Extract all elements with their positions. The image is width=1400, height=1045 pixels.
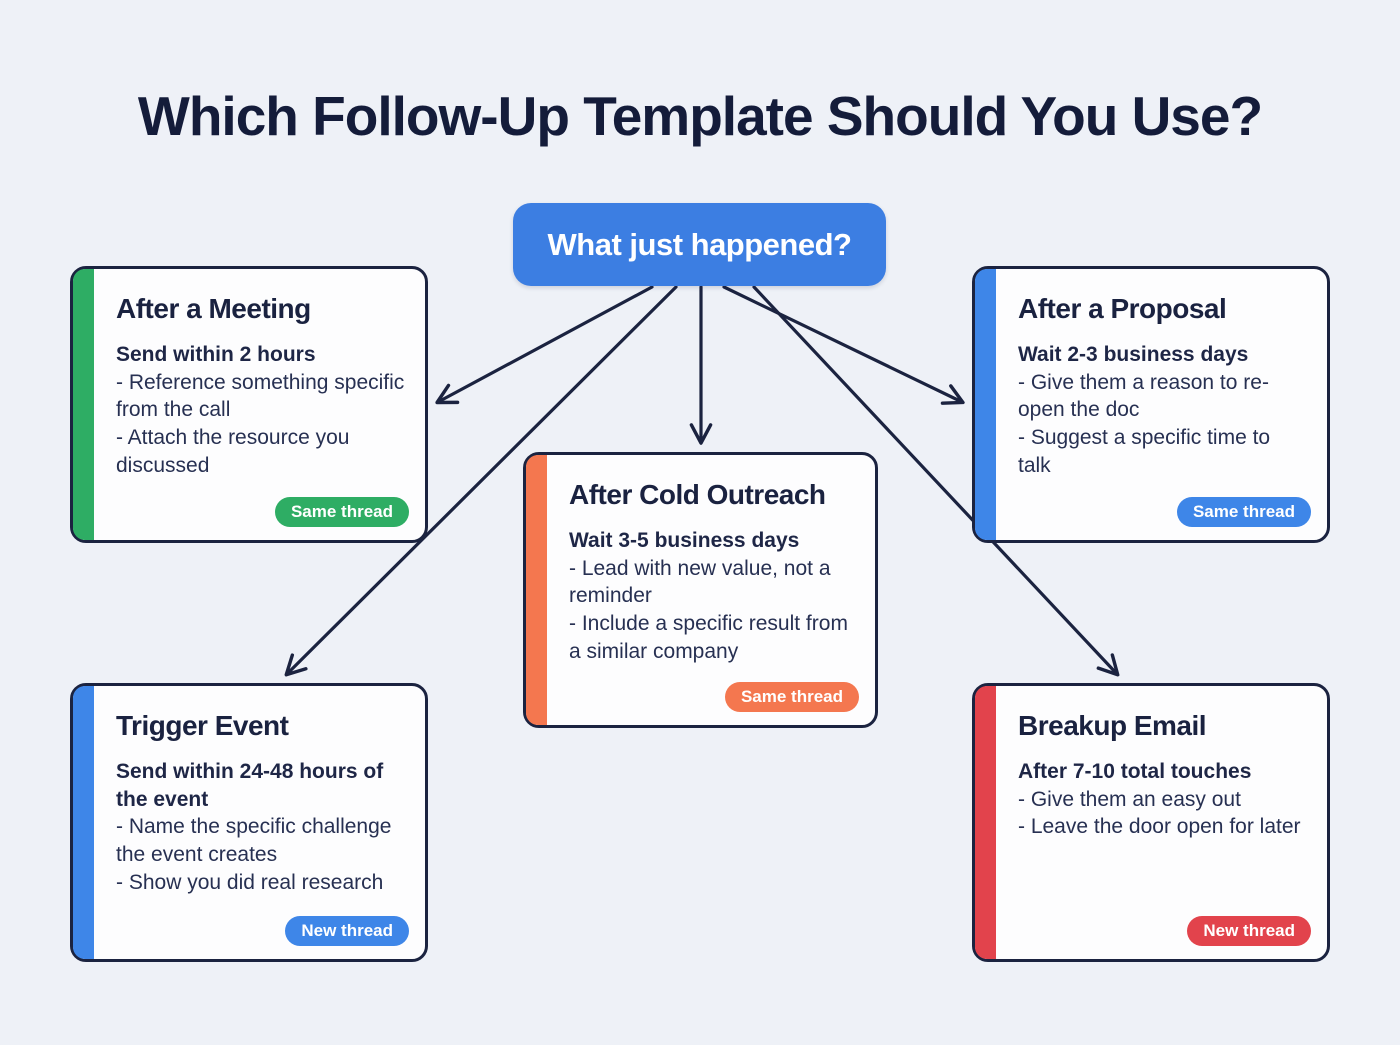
accent-stripe	[73, 686, 94, 959]
card-bullet: - Include a specific result from a simil…	[569, 612, 848, 663]
card-bullet: - Give them a reason to re-open the doc	[1018, 370, 1269, 422]
thread-badge: Same thread	[724, 682, 859, 712]
card-timing: Wait 3-5 business days	[569, 529, 800, 552]
card-title: Breakup Email	[1018, 710, 1207, 741]
card-bullet: - Leave the door open for later	[1018, 815, 1301, 839]
card-timing: Send within 24-48 hours of the event	[116, 760, 384, 811]
root-node-label: What just happened?	[547, 226, 852, 262]
card-title: After a Meeting	[116, 293, 311, 324]
card-bullet: - Show you did real research	[116, 870, 384, 894]
card-timing: Wait 2-3 business days	[1018, 343, 1249, 366]
card-breakup-email: Breakup Email After 7-10 total touches -…	[972, 683, 1330, 962]
thread-badge: Same thread	[1176, 497, 1311, 527]
card-bullet: - Reference something specific from the …	[116, 370, 405, 422]
accent-stripe	[526, 455, 547, 725]
card-after-meeting: After a Meeting Send within 2 hours - Re…	[70, 266, 428, 543]
card-after-proposal: After a Proposal Wait 2-3 business days …	[972, 266, 1330, 543]
thread-badge: Same thread	[274, 497, 409, 527]
arrow-to-after-meeting	[435, 285, 654, 405]
card-bullet: - Give them an easy out	[1018, 787, 1241, 811]
card-bullet: - Attach the resource you discussed	[116, 426, 350, 477]
thread-badge: New thread	[1187, 916, 1311, 946]
root-node: What just happened?	[513, 203, 886, 286]
card-trigger-event: Trigger Event Send within 24-48 hours of…	[70, 683, 428, 962]
card-timing: Send within 2 hours	[116, 343, 316, 366]
card-after-cold-outreach: After Cold Outreach Wait 3-5 business da…	[523, 452, 878, 728]
accent-stripe	[975, 686, 996, 959]
card-title: After a Proposal	[1018, 293, 1227, 324]
card-bullet: - Lead with new value, not a reminder	[569, 556, 831, 608]
arrow-to-after-proposal	[722, 285, 965, 405]
card-timing: After 7-10 total touches	[1018, 760, 1252, 783]
page-title: Which Follow-Up Template Should You Use?	[137, 85, 1263, 147]
thread-badge: New thread	[285, 916, 409, 946]
card-bullet: - Name the specific challenge the event …	[116, 815, 392, 867]
card-bullet: - Suggest a specific time to talk	[1018, 426, 1271, 477]
accent-stripe	[975, 269, 996, 540]
card-title: After Cold Outreach	[569, 479, 826, 510]
card-title: Trigger Event	[116, 710, 289, 741]
accent-stripe	[73, 269, 94, 540]
